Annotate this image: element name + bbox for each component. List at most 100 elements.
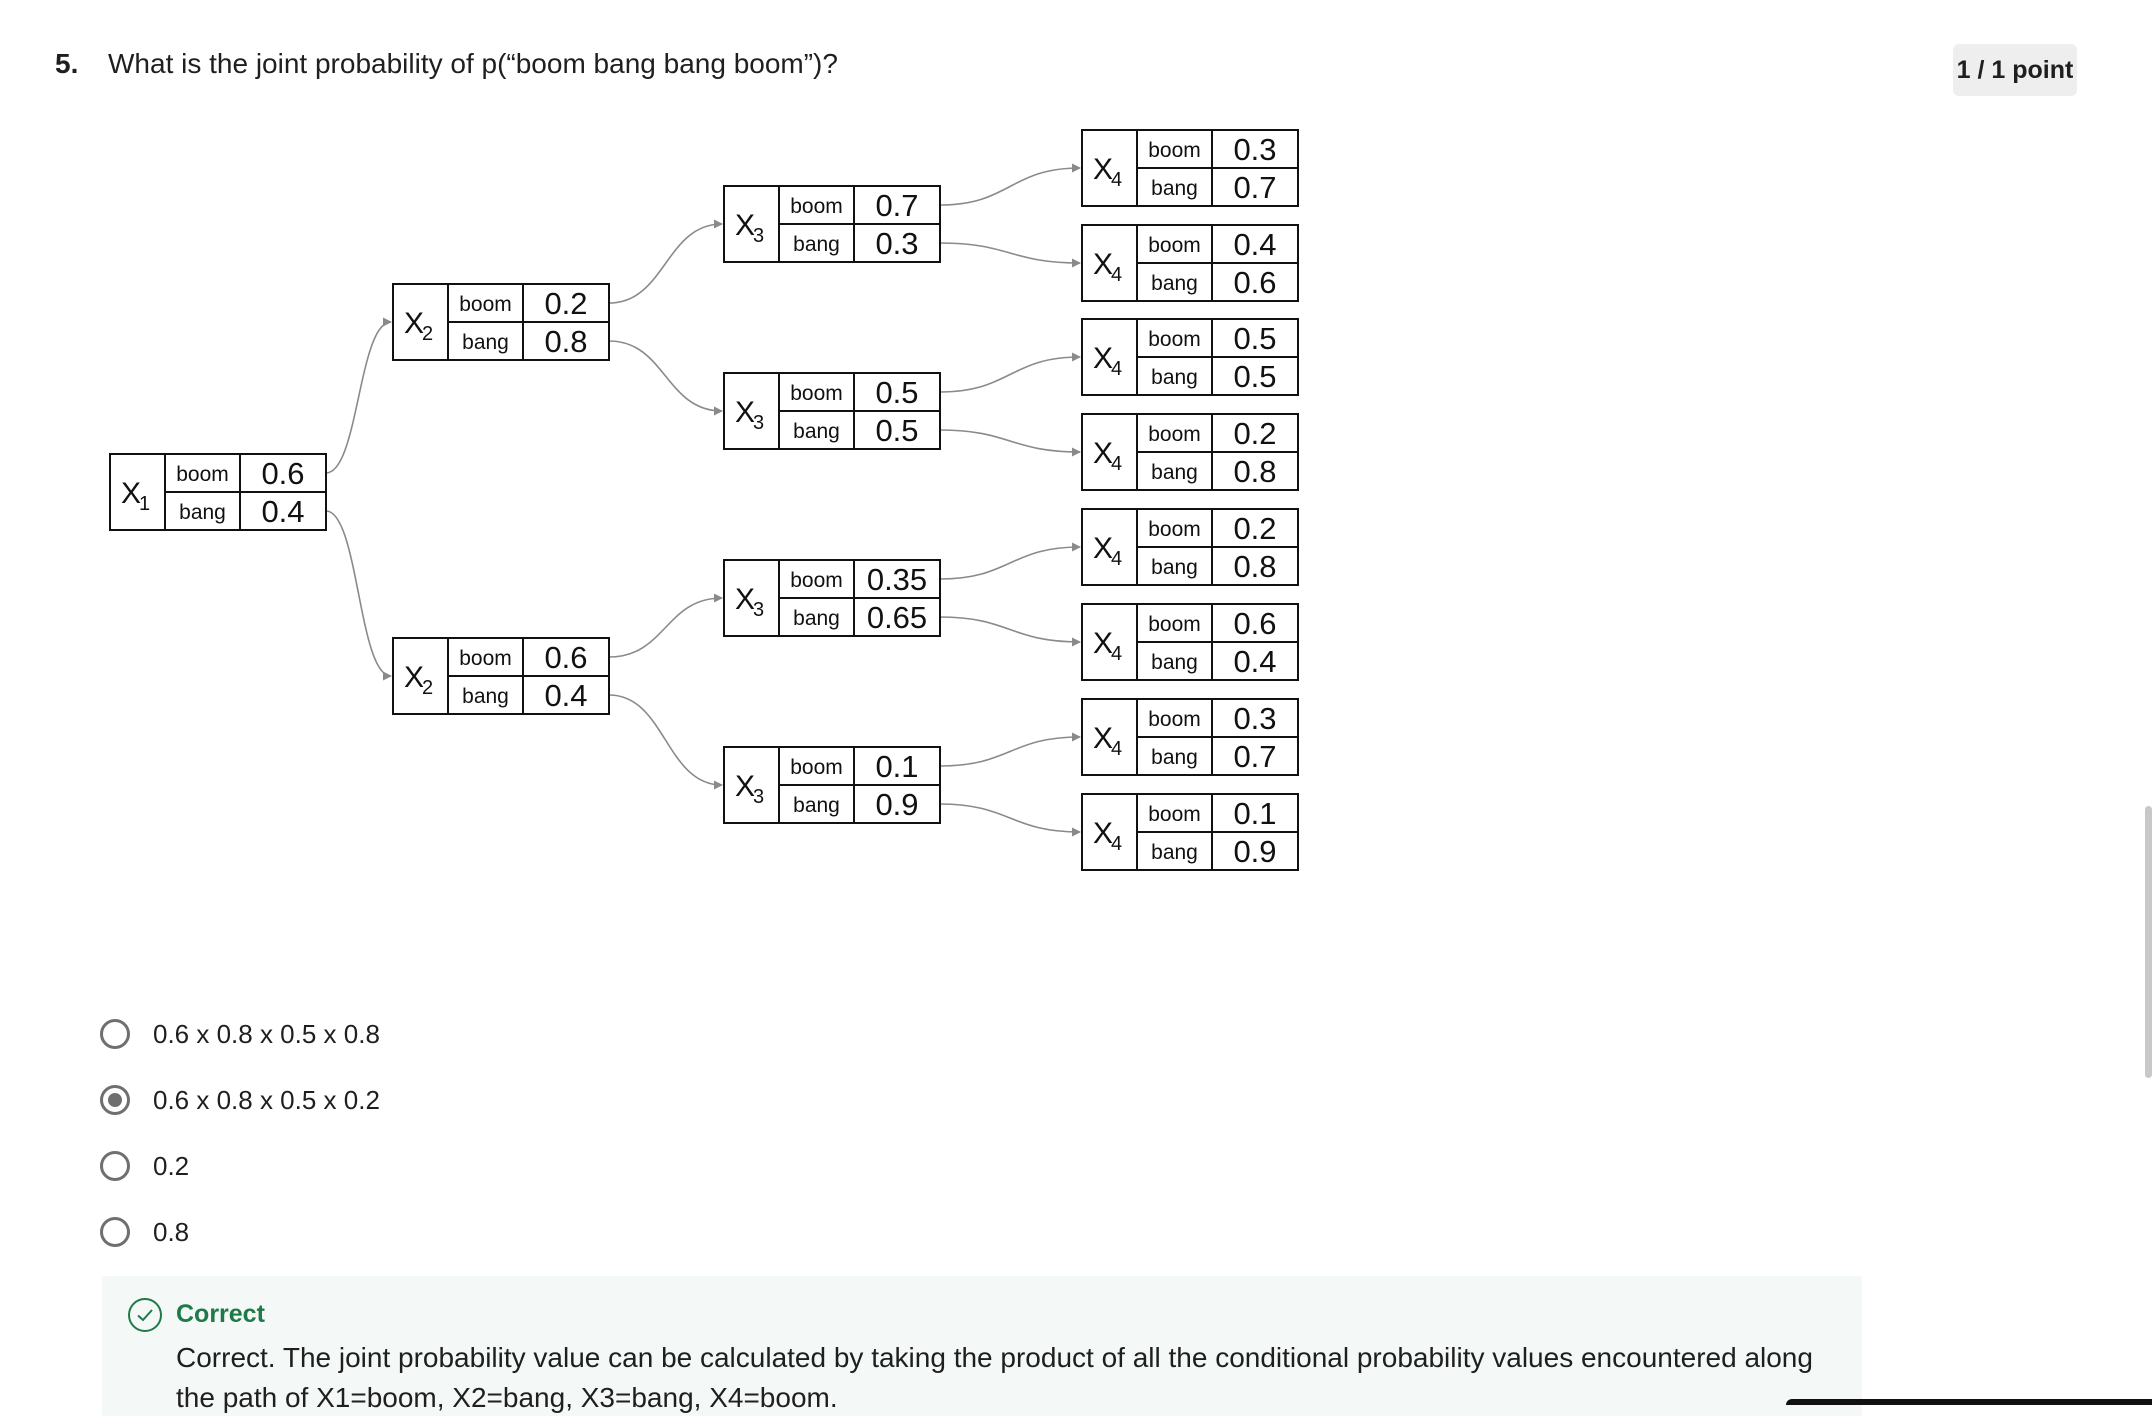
probability-value: 0.6: [1233, 265, 1276, 300]
probability-value: 0.2: [1233, 416, 1276, 451]
state-label: bang: [1151, 651, 1198, 674]
feedback-text: Correct. The joint probability value can…: [176, 1342, 1813, 1413]
probability-value: 0.5: [1233, 321, 1276, 356]
probability-value: 0.9: [875, 787, 918, 822]
probability-value: 0.3: [875, 226, 918, 261]
answer-option[interactable]: 0.2: [100, 1146, 189, 1186]
tree-edge-arrow: [939, 352, 1081, 393]
state-label: bang: [793, 420, 840, 443]
probability-value: 0.3: [1233, 701, 1276, 736]
tree-edge-arrow: [608, 219, 723, 304]
radio-button[interactable]: [100, 1019, 130, 1049]
state-label: boom: [1148, 139, 1201, 162]
feedback-title: Correct: [176, 1300, 265, 1328]
probability-value: 0.8: [544, 324, 587, 359]
state-label: bang: [462, 331, 509, 354]
state-label: boom: [459, 647, 512, 670]
variable-label: X1: [121, 477, 150, 515]
probability-value: 0.35: [867, 562, 927, 597]
tree-edge-arrow: [608, 694, 723, 790]
probability-value: 0.5: [875, 413, 918, 448]
probability-value: 0.8: [1233, 549, 1276, 584]
probability-value: 0.4: [1233, 227, 1276, 262]
tree-edge-arrow: [939, 616, 1081, 647]
probability-value: 0.4: [544, 678, 587, 713]
scrollbar-thumb[interactable]: [2145, 806, 2152, 1078]
state-label: boom: [1148, 518, 1201, 541]
state-label: boom: [1148, 803, 1201, 826]
state-label: boom: [1148, 328, 1201, 351]
check-circle-icon: [128, 1298, 162, 1332]
state-label: boom: [1148, 423, 1201, 446]
probability-value: 0.9: [1233, 834, 1276, 869]
answer-option[interactable]: 0.6 x 0.8 x 0.5 x 0.2: [100, 1080, 380, 1120]
state-label: bang: [1151, 746, 1198, 769]
probability-value: 0.65: [867, 600, 927, 635]
probability-value: 0.8: [1233, 454, 1276, 489]
state-label: boom: [459, 293, 512, 316]
probability-value: 0.7: [1233, 739, 1276, 774]
variable-label: X4: [1093, 437, 1122, 475]
option-label: 0.6 x 0.8 x 0.5 x 0.8: [153, 1018, 380, 1049]
bottom-right-overlay-bar: [1786, 1399, 2152, 1405]
state-label: boom: [1148, 708, 1201, 731]
probability-value: 0.1: [1233, 796, 1276, 831]
tree-edge-arrow: [325, 317, 392, 474]
probability-value: 0.6: [1233, 606, 1276, 641]
state-label: bang: [1151, 272, 1198, 295]
state-label: bang: [1151, 177, 1198, 200]
variable-label: X4: [1093, 817, 1122, 855]
answer-option[interactable]: 0.8: [100, 1212, 189, 1252]
question-text: What is the joint probability of p(“boom…: [108, 48, 838, 79]
state-label: bang: [462, 685, 509, 708]
answer-option[interactable]: 0.6 x 0.8 x 0.5 x 0.8: [100, 1014, 380, 1054]
radio-button[interactable]: [100, 1085, 130, 1115]
state-label: boom: [790, 382, 843, 405]
option-label: 0.6 x 0.8 x 0.5 x 0.2: [153, 1084, 380, 1115]
tree-edge-arrow: [939, 429, 1081, 457]
state-label: bang: [1151, 366, 1198, 389]
cpt-node: X4 boom 0.1 bang 0.9: [1081, 793, 1299, 871]
tree-edge-arrow: [939, 242, 1081, 268]
probability-value: 0.5: [875, 375, 918, 410]
tree-edge-arrow: [939, 732, 1081, 767]
probability-value: 0.6: [544, 640, 587, 675]
probability-value: 0.7: [875, 188, 918, 223]
probability-value: 0.5: [1233, 359, 1276, 394]
probability-value: 0.7: [1233, 170, 1276, 205]
probability-value: 0.3: [1233, 132, 1276, 167]
probability-value: 0.6: [261, 456, 304, 491]
state-label: bang: [179, 501, 226, 524]
radio-button[interactable]: [100, 1217, 130, 1247]
option-label: 0.2: [153, 1150, 190, 1181]
tree-edge-arrow: [608, 340, 723, 416]
state-label: boom: [790, 195, 843, 218]
probability-value: 0.4: [261, 494, 304, 529]
radio-button[interactable]: [100, 1151, 130, 1181]
state-label: bang: [1151, 841, 1198, 864]
state-label: bang: [793, 607, 840, 630]
state-label: boom: [176, 463, 229, 486]
question-number: 5.: [55, 48, 79, 79]
probability-value: 0.2: [544, 286, 587, 321]
state-label: boom: [790, 756, 843, 779]
tree-edge-arrow: [325, 510, 392, 681]
feedback-panel: Correct Correct. The joint probability v…: [102, 1276, 1862, 1416]
state-label: bang: [793, 794, 840, 817]
cpt-node: X1 boom 0.6 bang 0.4: [109, 453, 327, 531]
tree-edge-arrow: [939, 803, 1081, 837]
